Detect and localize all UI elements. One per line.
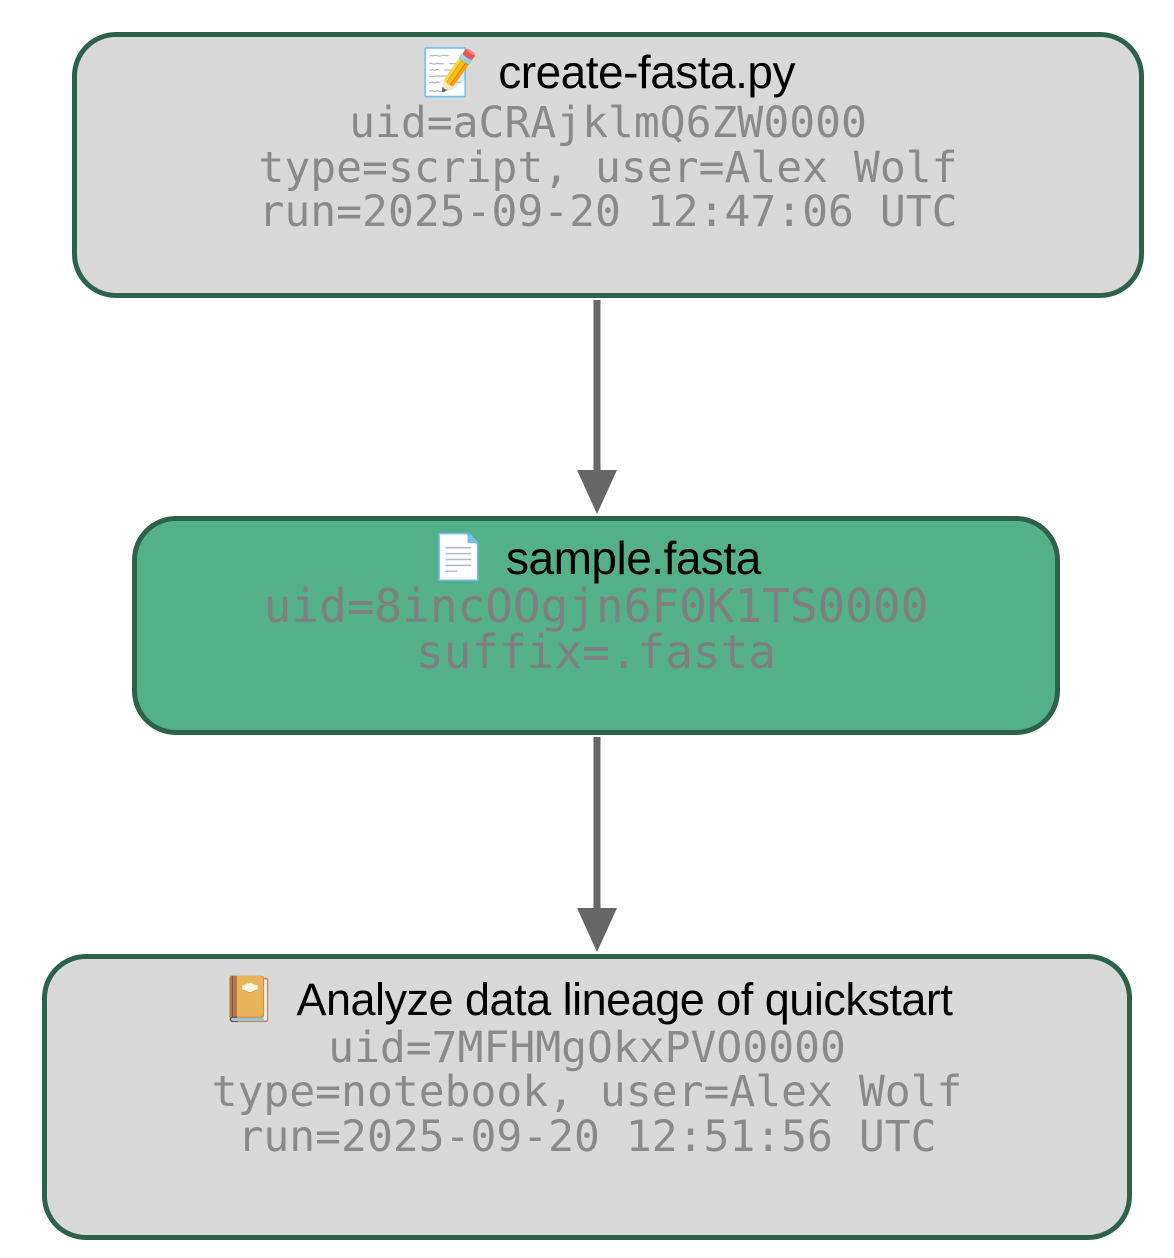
edge-artifact-notebook (577, 737, 617, 952)
node-artifact-details: uid=8incOOgjn6F0K1TS0000 suffix=.fasta (137, 583, 1055, 675)
node-script-title: create-fasta.py (498, 46, 796, 98)
node-notebook-header: 📔 Analyze data lineage of quickstart (47, 977, 1127, 1022)
node-script-type-user: type=script, user=Alex Wolf (258, 142, 958, 193)
notebook-icon: 📔 (221, 974, 277, 1024)
node-artifact-header: 📄 sample.fasta (137, 535, 1055, 581)
node-script-header: 📝 create-fasta.py (77, 49, 1139, 95)
node-notebook-type-user: type=notebook, user=Alex Wolf (211, 1067, 963, 1118)
node-script-details: uid=aCRAjklmQ6ZW0000 type=script, user=A… (77, 101, 1139, 235)
node-script[interactable]: 📝 create-fasta.py uid=aCRAjklmQ6ZW0000 t… (72, 32, 1144, 298)
page-facing-up-icon: 📄 (431, 533, 486, 582)
node-notebook-details: uid=7MFHMgOkxPVO0000 type=notebook, user… (47, 1026, 1127, 1159)
edge-script-artifact (577, 300, 617, 514)
node-artifact-suffix: suffix=.fasta (415, 625, 777, 679)
node-notebook[interactable]: 📔 Analyze data lineage of quickstart uid… (42, 954, 1132, 1240)
node-script-run: run=2025-09-20 12:47:06 UTC (258, 187, 958, 238)
node-artifact-title: sample.fasta (506, 532, 761, 584)
node-script-uid: uid=aCRAjklmQ6ZW0000 (349, 98, 867, 148)
node-notebook-uid: uid=7MFHMgOkxPVO0000 (328, 1023, 846, 1073)
node-notebook-run: run=2025-09-20 12:51:56 UTC (237, 1111, 937, 1162)
node-notebook-title: Analyze data lineage of quickstart (296, 974, 953, 1025)
node-artifact[interactable]: 📄 sample.fasta uid=8incOOgjn6F0K1TS0000 … (132, 516, 1060, 735)
memo-icon: 📝 (420, 46, 479, 98)
node-artifact-uid: uid=8incOOgjn6F0K1TS0000 (263, 579, 929, 633)
